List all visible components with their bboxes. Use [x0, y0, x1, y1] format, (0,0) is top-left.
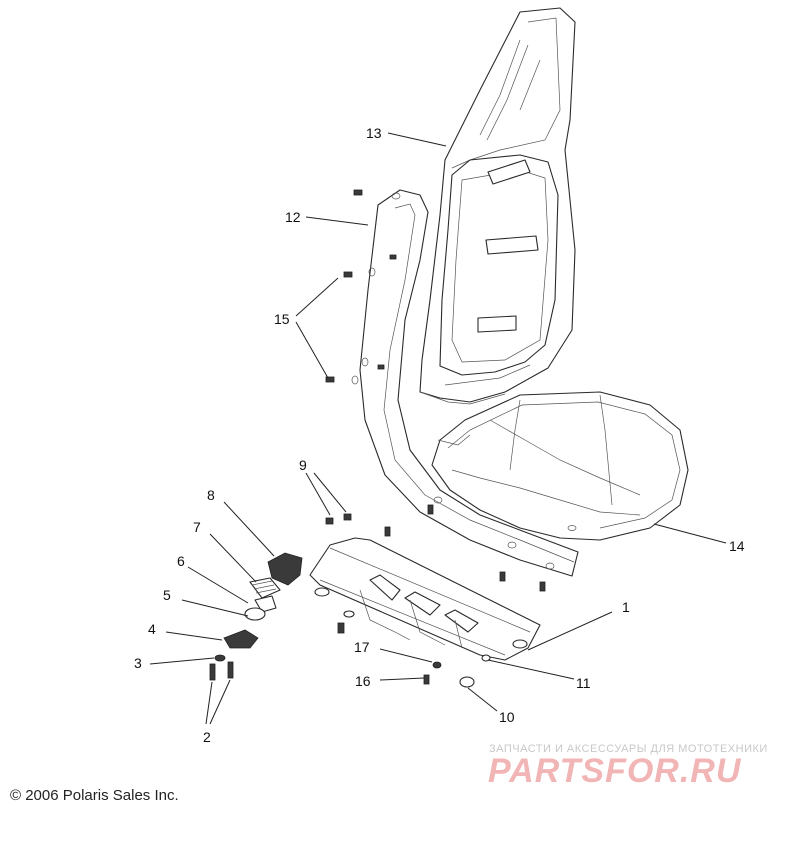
seat-frame [351, 189, 579, 577]
callout-12: 12 [285, 209, 301, 225]
watermark-logo: PARTSFOR.RU [488, 752, 742, 790]
callouts: 13 12 15 9 8 7 6 5 4 3 2 1 11 17 16 10 1… [134, 125, 745, 745]
latch-assembly [209, 552, 303, 681]
callout-4: 4 [148, 621, 156, 637]
callout-16: 16 [355, 673, 371, 689]
callout-9: 9 [299, 457, 307, 473]
callout-3: 3 [134, 655, 142, 671]
seat-back [419, 7, 576, 405]
callout-1: 1 [622, 599, 630, 615]
leader-lines [149, 132, 727, 725]
callout-8: 8 [207, 487, 215, 503]
callout-6: 6 [177, 553, 185, 569]
callout-2: 2 [203, 729, 211, 745]
copyright-text: © 2006 Polaris Sales Inc. [10, 787, 179, 804]
callout-14: 14 [729, 538, 745, 554]
bolts-15 [325, 189, 397, 383]
callout-13: 13 [366, 125, 382, 141]
callout-10: 10 [499, 709, 515, 725]
callout-17: 17 [354, 639, 370, 655]
callout-5: 5 [163, 587, 171, 603]
seat-base [309, 537, 541, 662]
callout-15: 15 [274, 311, 290, 327]
callout-11: 11 [576, 675, 591, 691]
watermark-tagline: ЗАПЧАСТИ И АКСЕССУАРЫ ДЛЯ МОТОТЕХНИКИ [489, 743, 768, 755]
base-bolts [337, 504, 546, 688]
callout-7: 7 [193, 519, 201, 535]
nuts-9 [325, 513, 352, 525]
seat-cushion [431, 391, 689, 541]
